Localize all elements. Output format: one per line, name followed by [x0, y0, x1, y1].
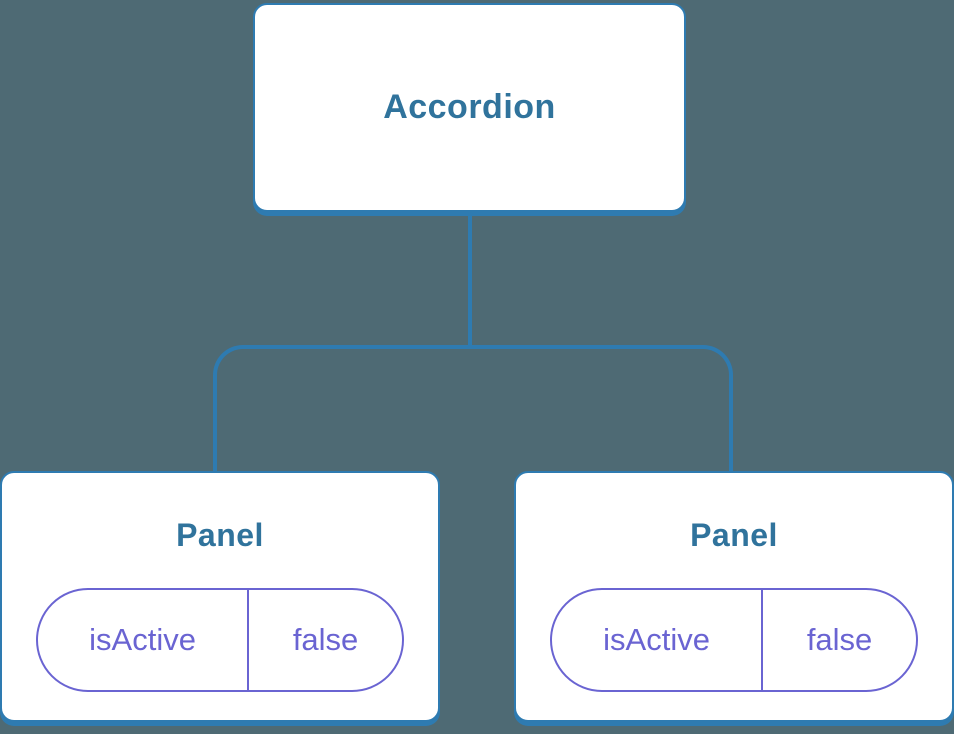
state-value: false [806, 622, 873, 657]
panel-node-left: Panel isActive false [0, 471, 440, 722]
state-pill: isActive false [550, 588, 918, 692]
state-pill: isActive false [36, 588, 404, 692]
state-value: false [292, 622, 359, 657]
panel-node-label: Panel [690, 517, 778, 553]
panel-node-right: Panel isActive false [514, 471, 954, 722]
connector-branch [213, 345, 733, 471]
state-key: isActive [552, 590, 764, 690]
accordion-node-label: Accordion [383, 88, 556, 126]
panel-node-label: Panel [176, 517, 264, 553]
accordion-node: Accordion [253, 3, 686, 212]
connector-stem [468, 212, 472, 347]
state-key: isActive [38, 590, 250, 690]
